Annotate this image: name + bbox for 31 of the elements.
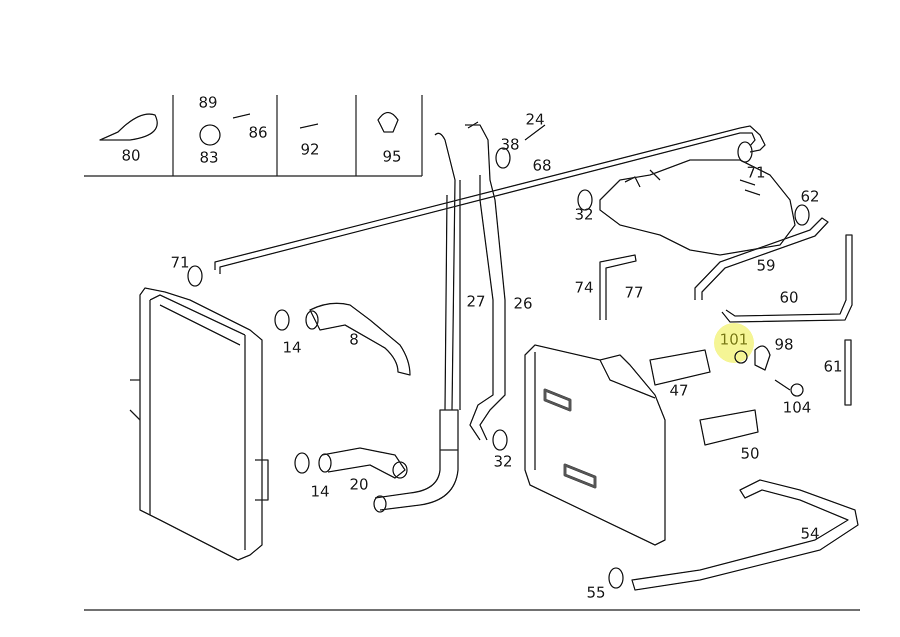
callout-number: 62 [800, 190, 820, 204]
callout-number: 71 [170, 256, 190, 270]
callout-number: 60 [779, 290, 799, 306]
callout-number: 38 [500, 138, 520, 152]
callout-number: 104 [782, 400, 812, 416]
callout-number: 61 [823, 360, 843, 374]
callout-number: 101 [720, 332, 748, 348]
callout-number: 8 [349, 332, 359, 348]
callout-number: 92 [300, 142, 320, 158]
callout-number: 54 [800, 526, 820, 542]
callout-number: 14 [282, 340, 302, 356]
callout-number: 89 [198, 96, 218, 110]
callout-number: 20 [349, 478, 369, 492]
callout-number: 98 [774, 338, 794, 352]
callout-number: 86 [248, 126, 268, 140]
callout-number: 80 [121, 148, 141, 164]
callout-number: 50 [740, 446, 760, 462]
callout-number: 24 [525, 112, 545, 128]
callout-number: 14 [310, 484, 330, 500]
callout-number: 68 [532, 158, 552, 174]
callout-number: 32 [493, 454, 513, 470]
callout-number: 83 [199, 150, 219, 166]
callout-number: 47 [669, 384, 689, 398]
callout-number: 59 [756, 258, 776, 274]
callout-number: 77 [624, 286, 644, 300]
callout-number: 26 [513, 296, 533, 312]
callout-number: 74 [574, 280, 594, 296]
callout-number: 27 [466, 294, 486, 310]
callout-number: 95 [382, 150, 402, 164]
callout-number: 32 [574, 208, 594, 222]
callout-number: 55 [586, 586, 606, 600]
